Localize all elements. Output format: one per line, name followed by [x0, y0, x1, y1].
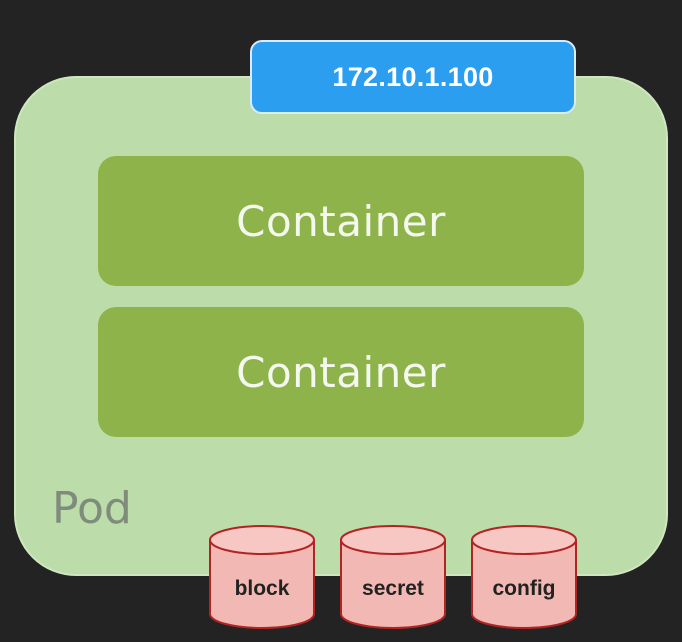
pod-label: Pod	[52, 483, 132, 534]
volume-secret: secret	[339, 524, 447, 632]
volume-label: config	[492, 577, 556, 600]
container-box-1: Container	[98, 156, 584, 286]
pod-ip-badge: 172.10.1.100	[250, 40, 576, 114]
cylinder-icon	[340, 525, 446, 629]
volume-config: config	[470, 524, 578, 632]
volume-block: block	[208, 524, 316, 632]
volume-label: block	[234, 577, 290, 600]
cylinder-icon	[209, 525, 315, 629]
volume-label: secret	[362, 577, 424, 600]
container-box-2: Container	[98, 307, 584, 437]
cylinder-icon	[471, 525, 577, 629]
